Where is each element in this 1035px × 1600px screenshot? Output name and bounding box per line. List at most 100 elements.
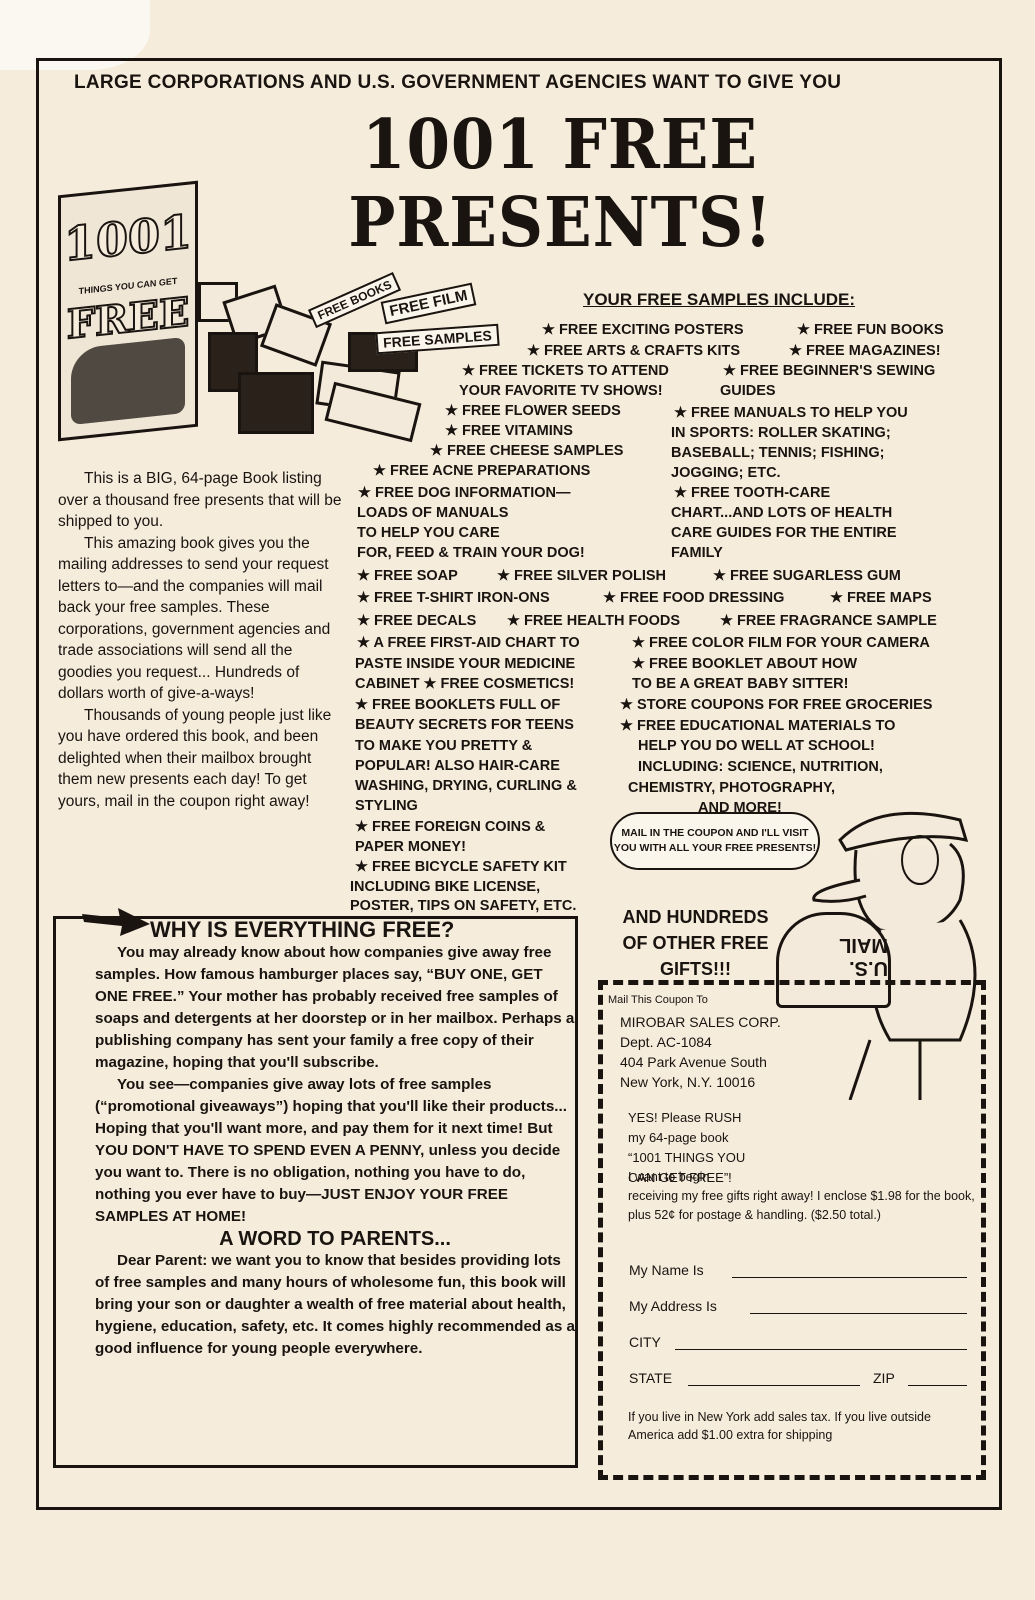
sample-item: ★ FREE EDUCATIONAL MATERIALS TO — [620, 718, 896, 734]
sample-item: ★ FREE BOOKLETS FULL OF — [355, 697, 561, 713]
sample-item: WASHING, DRYING, CURLING & — [355, 778, 577, 794]
order-line: I want to begin — [628, 1170, 710, 1184]
parents-paragraph: Dear Parent: we want you to know that be… — [95, 1252, 575, 1357]
sample-item: ★ FREE MANUALS TO HELP YOU — [674, 405, 908, 421]
book-cover-illustration: 1001 THINGS YOU CAN GET FREE — [58, 180, 198, 442]
sample-item: ★ FREE SILVER POLISH — [497, 568, 667, 584]
sample-item: INCLUDING: SCIENCE, NUTRITION, — [638, 759, 883, 775]
sample-item: ★ FREE DOG INFORMATION— — [358, 485, 571, 501]
sample-item: ★ A FREE FIRST-AID CHART TO — [357, 635, 580, 651]
why-title: WHY IS EVERYTHING FREE? — [150, 917, 455, 942]
order-line: YES! Please RUSH — [628, 1110, 742, 1125]
headline: 1001 FREE PRESENTS! — [348, 106, 771, 262]
city-address: New York, N.Y. 10016 — [620, 1074, 756, 1090]
sample-item: STYLING — [355, 798, 418, 814]
coupon-order-text: YES! Please RUSH my 64-page book “1001 T… — [628, 1108, 803, 1188]
top-line: LARGE CORPORATIONS AND U.S. GOVERNMENT A… — [74, 72, 842, 93]
sample-item: ★ FREE MAGAZINES! — [789, 343, 941, 359]
sample-item: CHEMISTRY, PHOTOGRAPHY, — [628, 780, 836, 796]
state-label: STATE — [629, 1370, 673, 1386]
order-line: my 64-page book — [628, 1130, 729, 1145]
sample-item: PAPER MONEY! — [355, 839, 466, 855]
why-box — [53, 916, 578, 1468]
sample-item: TO MAKE YOU PRETTY & — [355, 738, 533, 754]
sample-item: TO HELP YOU CARE — [357, 525, 500, 541]
sample-item: ★ FREE DECALS — [357, 613, 477, 629]
gift-box — [238, 372, 314, 434]
order-terms: receiving my free gifts right away! I en… — [628, 1189, 975, 1222]
coupon-heading: Mail This Coupon To — [608, 994, 708, 1006]
mailbox-illustration: U.S. MAIL — [776, 912, 891, 1008]
intro-paragraph: This amazing book gives you the mailing … — [58, 534, 331, 703]
city-field[interactable] — [675, 1349, 967, 1350]
sample-item: CHART...AND LOTS OF HEALTH — [671, 505, 893, 521]
sample-item: ★ FREE FOOD DRESSING — [603, 590, 785, 606]
sample-item: TO BE A GREAT BABY SITTER! — [632, 676, 849, 692]
samples-title: YOUR FREE SAMPLES INCLUDE: — [583, 290, 856, 309]
sample-item: FAMILY — [671, 545, 723, 561]
sample-item: ★ FREE FRAGRANCE SAMPLE — [720, 613, 937, 629]
sample-item: BASEBALL; TENNIS; FISHING; — [671, 445, 885, 461]
sample-item: ★ FREE ACNE PREPARATIONS — [373, 463, 591, 479]
order-line: CAN GET FREE”! — [628, 1170, 732, 1185]
sample-item: ★ FREE HEALTH FOODS — [507, 613, 681, 629]
sample-item: FOR, FEED & TRAIN YOUR DOG! — [357, 545, 585, 561]
coupon-address: MIROBAR SALES CORP. Dept. AC-1084 404 Pa… — [620, 1012, 830, 1092]
sample-item: IN SPORTS: ROLLER SKATING; — [671, 425, 891, 441]
sample-item: ★ FREE TOOTH-CARE — [674, 485, 831, 501]
hundreds-of-gifts: AND HUNDREDS OF OTHER FREE GIFTS!!! — [622, 907, 769, 979]
parents-title: A WORD TO PARENTS... — [219, 1228, 451, 1250]
sample-item: BEAUTY SECRETS FOR TEENS — [355, 717, 574, 733]
zip-label: ZIP — [873, 1370, 895, 1386]
book-cover-number: 1001 — [63, 203, 193, 272]
book-cover-art — [71, 337, 185, 425]
name-field[interactable] — [732, 1277, 967, 1278]
sample-item: ★ FREE BICYCLE SAFETY KIT — [355, 859, 567, 875]
sample-item: GUIDES — [720, 383, 776, 399]
mailbox-label: U.S. MAIL — [839, 934, 888, 979]
sample-item: ★ FREE SOAP — [357, 568, 458, 584]
arrow-icon — [82, 908, 150, 936]
sample-item: YOUR FAVORITE TV SHOWS! — [459, 383, 663, 399]
gift-boxes-illustration — [198, 272, 428, 443]
sample-item: ★ FREE COLOR FILM FOR YOUR CAMERA — [632, 635, 930, 651]
coupon-order-details: I want to begin receiving my free gifts … — [628, 1170, 978, 1225]
sample-item: ★ STORE COUPONS FOR FREE GROCERIES — [620, 697, 933, 713]
gift-box — [324, 381, 422, 443]
sample-item: JOGGING; ETC. — [671, 465, 781, 481]
sample-item: ★ FREE SUGARLESS GUM — [713, 568, 901, 584]
sample-item: CARE GUIDES FOR THE ENTIRE — [671, 525, 897, 541]
intro-paragraph: Thousands of young people just like you … — [58, 706, 332, 810]
sample-item: ★ FREE TICKETS TO ATTEND — [462, 363, 669, 379]
sample-item: HELP YOU DO WELL AT SCHOOL! — [638, 738, 875, 754]
state-field[interactable] — [688, 1385, 860, 1386]
zip-field[interactable] — [908, 1385, 967, 1386]
sample-item: ★ FREE VITAMINS — [445, 423, 573, 439]
street-address: 404 Park Avenue South — [620, 1054, 767, 1070]
sample-item: ★ FREE EXCITING POSTERS — [542, 322, 744, 338]
order-coupon[interactable] — [598, 980, 986, 1480]
sample-item: POPULAR! ALSO HAIR-CARE — [355, 758, 560, 774]
sample-item: PASTE INSIDE YOUR MEDICINE — [355, 656, 576, 672]
address-field[interactable] — [750, 1313, 967, 1314]
sample-item: ★ FREE BEGINNER'S SEWING — [723, 363, 936, 379]
name-label: My Name Is — [629, 1262, 704, 1278]
sample-item: ★ FREE FUN BOOKS — [797, 322, 944, 338]
shipping-note: If you live in New York add sales tax. I… — [628, 1410, 931, 1442]
sample-item: ★ FREE FOREIGN COINS & — [355, 819, 546, 835]
sample-item: INCLUDING BIKE LICENSE, — [350, 879, 541, 895]
sample-item: ★ FREE MAPS — [830, 590, 932, 606]
speech-bubble: MAIL IN THE COUPON AND I'LL VISIT YOU WI… — [610, 812, 820, 870]
sample-item: ★ FREE ARTS & CRAFTS KITS — [527, 343, 741, 359]
company-name: MIROBAR SALES CORP. — [620, 1014, 781, 1030]
sample-item: ★ FREE BOOKLET ABOUT HOW — [632, 656, 858, 672]
why-paragraph: You may already know about how companies… — [95, 944, 575, 1071]
address-label: My Address Is — [629, 1298, 717, 1314]
sample-item: ★ FREE FLOWER SEEDS — [445, 403, 621, 419]
sample-item: ★ FREE T-SHIRT IRON-ONS — [357, 590, 550, 606]
department: Dept. AC-1084 — [620, 1034, 712, 1050]
sample-item: CABINET ★ FREE COSMETICS! — [355, 676, 575, 692]
sample-item: POSTER, TIPS ON SAFETY, ETC. — [350, 898, 577, 914]
why-text: You may already know about how companies… — [95, 942, 575, 1360]
